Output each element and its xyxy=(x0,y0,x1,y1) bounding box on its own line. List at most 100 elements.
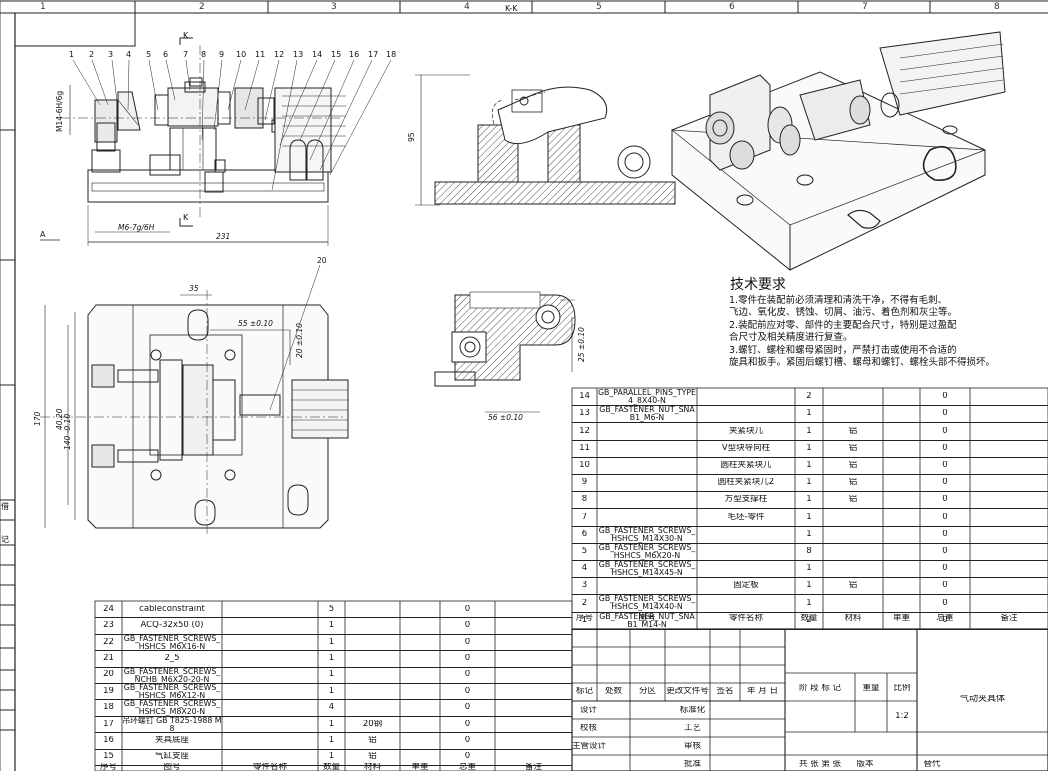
bom-cell-name xyxy=(697,530,795,546)
bom-cell-qty: 1 xyxy=(328,637,335,647)
bom-row-divider xyxy=(572,611,1048,613)
balloon-12: 12 xyxy=(274,50,285,59)
bom-cell-total: 0 xyxy=(942,512,948,522)
bom-cell-name xyxy=(697,409,795,425)
tb-check: 校核 xyxy=(579,724,597,733)
dim-thread-bottom: M6-7g/6H xyxy=(118,223,155,232)
bom-cell-mat xyxy=(823,392,883,408)
balloon-18: 18 xyxy=(386,50,397,59)
bom-cell-total: 0 xyxy=(942,443,948,453)
bom-cell-no: 11 xyxy=(579,443,590,453)
dim-35: 35 xyxy=(189,284,199,293)
dim-section-height: 95 xyxy=(407,132,416,142)
bom-cell-qty: 1 xyxy=(328,670,335,680)
bom-cell-mat: 20钢 xyxy=(362,719,383,729)
section-view xyxy=(415,74,676,206)
bom-cell-qty: 1 xyxy=(806,460,812,470)
bom-row-divider xyxy=(95,732,572,734)
balloon-2: 2 xyxy=(89,50,95,59)
dim-55: 55 ±0.10 xyxy=(238,319,273,328)
bom-cell-qty: 1 xyxy=(806,409,812,419)
dim-140: 140 -0.10 xyxy=(63,413,72,450)
bom-cell-no: 13 xyxy=(579,409,590,419)
bom-cell-name xyxy=(697,564,795,580)
tb-process: 工艺 xyxy=(683,724,701,733)
bom-header-cell: 零件名称 xyxy=(252,763,287,772)
bom-cell-mat xyxy=(345,703,400,718)
bom-cell-total: 0 xyxy=(942,392,948,402)
tb-date: 年 月 日 xyxy=(747,687,778,696)
bom-cell-code: cableconstraint xyxy=(139,604,205,614)
balloon-4: 4 xyxy=(126,50,132,59)
bom-cell-no: 7 xyxy=(581,512,588,522)
bom-cell-qty: 1 xyxy=(328,719,335,729)
bom-cell-name xyxy=(222,720,318,735)
section-mark-k-top: K xyxy=(183,31,189,40)
bom-cell-total: 0 xyxy=(464,703,471,713)
bom-header-cell: 序号 xyxy=(99,763,117,772)
bom-cell-unit xyxy=(883,409,920,425)
bom-row-divider xyxy=(572,577,1048,579)
bom-cell-name xyxy=(222,605,318,620)
bom-cell-name: 圆柱夹紧块儿 xyxy=(720,460,772,470)
col-1: 1 xyxy=(40,2,46,12)
bom-cell-mat xyxy=(823,530,883,546)
bom-cell-name: 固定板 xyxy=(733,581,759,591)
bom-row-divider xyxy=(572,560,1048,561)
col-7: 7 xyxy=(862,2,868,12)
tb-stage: 阶 段 标 记 xyxy=(798,684,842,693)
bom-cell-name xyxy=(697,599,795,615)
col-6: 6 xyxy=(729,2,735,12)
bom-row-divider xyxy=(572,439,1048,441)
bom-cell-total: 0 xyxy=(942,564,948,574)
bom-row-divider xyxy=(95,699,572,701)
bom-cell-code: GB_FASTENER_SCREWS_HSHCS_M6X16-N xyxy=(123,634,221,651)
bom-cell-qty: 1 xyxy=(806,426,812,436)
bom-cell-no: 14 xyxy=(579,392,590,402)
tech-req-title: 技术要求 xyxy=(730,277,786,293)
tb-scale-value: 1:2 xyxy=(895,712,909,721)
bom-cell-mat xyxy=(345,654,400,669)
bom-cell-total: 0 xyxy=(942,426,948,436)
bom-cell-code: GB_FASTENER_SCREWS_HSHCS_M6X12-N xyxy=(123,684,221,700)
bom-cell-unit xyxy=(400,638,440,653)
bom-cell-total: 0 xyxy=(464,653,471,663)
bom-cell-name xyxy=(697,392,795,408)
balloon-6: 6 xyxy=(163,50,169,59)
bom-cell-unit xyxy=(883,478,920,494)
bom-cell-no: 17 xyxy=(103,719,114,729)
bom-header-cell: 单重 xyxy=(892,614,910,623)
bom-row-divider xyxy=(572,594,1048,596)
bom-row-divider xyxy=(572,508,1048,510)
bom-cell-qty: 1 xyxy=(806,564,812,574)
bom-cell-no: 10 xyxy=(579,460,590,470)
tb-design: 设计 xyxy=(579,706,597,715)
bom-cell-total: 0 xyxy=(464,719,471,729)
bom-cell-unit xyxy=(400,687,440,702)
bom-cell-mat xyxy=(345,687,400,702)
tb-version: 版本 xyxy=(856,760,874,769)
tb-standard: 标准化 xyxy=(679,706,706,715)
bom-header-cell: 材料 xyxy=(844,614,862,623)
bom-cell-qty: 1 xyxy=(328,653,335,663)
bom-cell-mat: 铝 xyxy=(368,735,377,745)
tb-replace: 替代 xyxy=(923,760,941,769)
dim-detail-56: 56 ±0.10 xyxy=(488,413,523,422)
bom-cell-name xyxy=(222,687,318,702)
bom-cell-no: 3 xyxy=(581,581,588,591)
bom-cell-total: 0 xyxy=(464,621,471,631)
bom-cell-total: 0 xyxy=(942,546,948,556)
bom-cell-qty: 5 xyxy=(328,604,335,614)
bom-cell-no: 5 xyxy=(581,546,588,556)
bom-cell-no: 1 xyxy=(581,615,588,625)
bom-cell-name xyxy=(697,547,795,563)
bom-row-divider xyxy=(572,405,1048,407)
bom-cell-unit xyxy=(400,605,440,620)
bom-cell-code: GB_PARALLEL_PINS_TYPE4_8X40-N xyxy=(598,389,696,405)
bom-header-cell: 单重 xyxy=(411,763,429,772)
col-5: 5 xyxy=(596,2,602,12)
bom-header-cell: 零件名称 xyxy=(728,614,763,623)
bom-cell-unit xyxy=(883,495,920,511)
col-2: 2 xyxy=(199,2,205,12)
bom-cell-code: GB_FASTENER_NUT_SNAB1_M6-N xyxy=(599,406,695,423)
